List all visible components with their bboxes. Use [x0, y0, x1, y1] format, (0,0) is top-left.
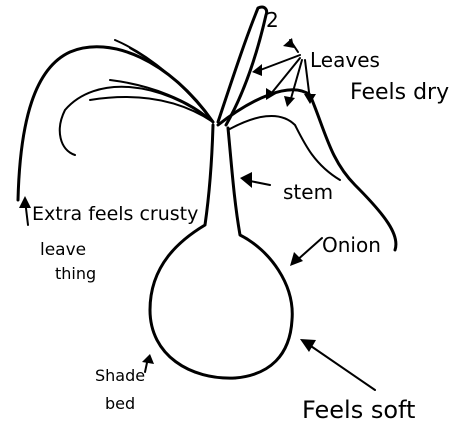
arrowhead [283, 38, 294, 48]
leaves-label: Leaves [310, 50, 380, 70]
right-leaf [218, 90, 396, 250]
stem-left [150, 125, 235, 378]
arrowhead [142, 354, 154, 364]
onion-label: Onion [322, 235, 381, 255]
extra-leaf-label-2: leave [40, 242, 86, 259]
arrowhead [252, 64, 262, 76]
scribble-mark: 2 [266, 10, 279, 30]
arrow-soft [305, 342, 375, 390]
arrowhead [290, 252, 303, 266]
arrowhead [240, 172, 252, 188]
extra-leaf-label-3: thing [55, 266, 96, 282]
extra-leaf-outline [18, 47, 213, 200]
feels-soft-label: Feels soft [302, 398, 415, 422]
arrowhead [300, 339, 316, 352]
arrow-leaves-3 [290, 60, 302, 102]
shade-label-2: bed [105, 396, 135, 412]
stem-right [228, 128, 292, 378]
feels-dry-label: Feels dry [350, 82, 449, 104]
arrowhead [19, 196, 31, 208]
stem-label: stem [283, 182, 333, 202]
extra-leaf-label-1: Extra feels crusty [32, 205, 198, 224]
shade-label-1: Shade [95, 368, 145, 384]
arrowhead [284, 96, 295, 107]
